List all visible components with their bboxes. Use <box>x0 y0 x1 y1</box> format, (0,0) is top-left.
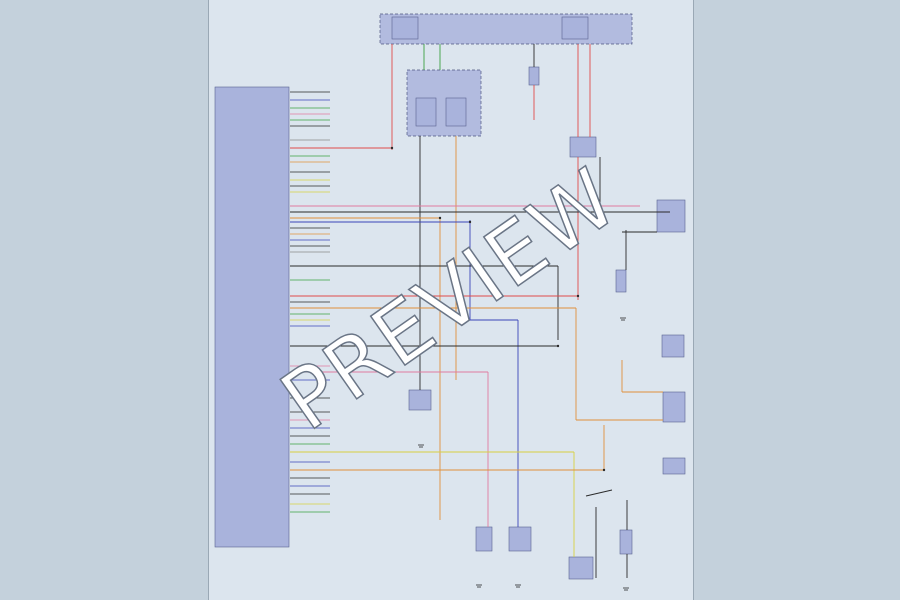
module-pin-stubs <box>290 91 330 513</box>
rear-switch <box>661 334 685 358</box>
lock-actuator-right <box>662 391 686 423</box>
bottom-joint-connector <box>619 529 633 555</box>
fuse-panel-inner <box>391 16 419 40</box>
fuse-panel <box>379 13 633 45</box>
joint-connector-top <box>528 66 540 86</box>
speaker-box <box>662 457 686 475</box>
relay-right <box>445 97 467 127</box>
door-switch-right <box>656 199 686 233</box>
junction-dots <box>390 146 606 472</box>
wire <box>585 489 613 497</box>
ground-connector <box>615 269 627 293</box>
joint-connector-mid <box>408 389 432 411</box>
control-module <box>214 86 290 548</box>
bottom-switch-mid <box>508 526 532 552</box>
bottom-hood-switch <box>568 556 594 580</box>
relay-left <box>415 97 437 127</box>
bottom-switch-left <box>475 526 493 552</box>
switch-box-top-right <box>569 136 597 158</box>
fuse-panel-inner-2 <box>561 16 589 40</box>
ground-symbols <box>418 317 629 591</box>
